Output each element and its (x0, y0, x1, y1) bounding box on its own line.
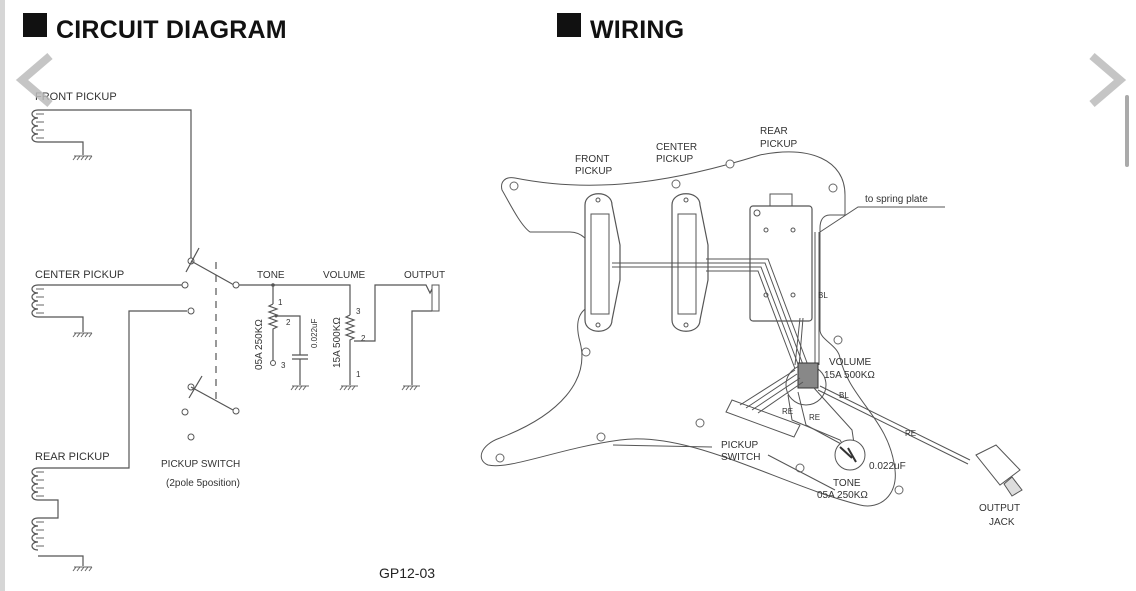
volume-label: VOLUME (323, 270, 366, 281)
wiring-pickup-switch-label: PICKUP (721, 440, 759, 451)
front-pickup-label: FRONT PICKUP (35, 91, 117, 103)
front-ground-wire (38, 141, 84, 155)
bl-wire-label-2: BL (839, 391, 849, 400)
volume-pot-resistor (344, 314, 356, 385)
spring-plate-label: to spring plate (865, 194, 928, 205)
tone-pot-resistor (267, 303, 279, 360)
wiring-center-pickup-label-2: PICKUP (656, 154, 694, 165)
front-pickup-coil (31, 109, 44, 143)
circuit-diagram: FRONT PICKUP CENTER PICKUP REAR PICKUP (31, 91, 445, 572)
ground-symbol (72, 155, 93, 161)
bl-wire-label: BL (818, 291, 828, 300)
wiring-rear-pickup-label-2: PICKUP (760, 139, 798, 150)
diagram-code: GP12-03 (379, 565, 436, 581)
tone-pin-2: 2 (286, 318, 291, 327)
wiring-output-jack-label: OUTPUT (979, 503, 1020, 514)
rear-pickup-coil (31, 467, 59, 551)
ground-symbol (290, 385, 309, 391)
pickup-switch-label: PICKUP SWITCH (161, 459, 240, 470)
wiring-volume-value: 15A 500KΩ (824, 370, 875, 381)
volume-pot-value: 15A 500KΩ (332, 317, 343, 368)
scrollbar-thumb[interactable] (1125, 95, 1129, 167)
wiring-front-pickup-label: FRONT (575, 154, 609, 165)
re-wire-label-2: RE (809, 413, 820, 422)
output-label: OUTPUT (404, 270, 445, 281)
volume-pin-2: 2 (361, 334, 366, 343)
capacitor-value: 0.022uF (310, 319, 319, 348)
wiring-title-square-icon (557, 13, 581, 37)
tone-volume-bus-wire (239, 284, 351, 315)
chevron-left-icon (15, 52, 53, 108)
wiring-title: WIRING (590, 16, 685, 44)
re-wire-label-3: RE (905, 429, 916, 438)
wiring-tone-label: TONE (833, 478, 861, 489)
wiring-front-pickup-label-2: PICKUP (575, 166, 613, 177)
circuit-title-square-icon (23, 13, 47, 37)
previous-page-button[interactable] (12, 50, 58, 110)
pickup-switch-spec: (2pole 5position) (166, 478, 240, 489)
output-jack-symbol (431, 284, 440, 312)
tone-label: TONE (257, 270, 285, 281)
front-pickup-wire (38, 109, 192, 258)
center-pickup-coil (31, 284, 44, 318)
rear-ground-wire (38, 555, 84, 566)
wiring-rear-pickup-label: REAR (760, 126, 788, 137)
wiring-output-jack-label-2: JACK (989, 517, 1015, 528)
wiring-tone-value: 05A 250KΩ (817, 490, 868, 501)
center-ground-wire (38, 316, 84, 332)
ground-symbol (339, 385, 358, 391)
ground-symbol (72, 332, 93, 338)
wiring-volume-label: VOLUME (829, 357, 872, 368)
tone-pin-1: 1 (278, 298, 283, 307)
wiring-pickup-switch-label-2: SWITCH (721, 452, 760, 463)
tone-pot-value: 05A 250KΩ (254, 319, 265, 370)
volume-pin-3: 3 (356, 307, 361, 316)
output-ground-wire (411, 310, 432, 385)
ground-symbol (72, 566, 93, 572)
tone-pin-3: 3 (281, 361, 286, 370)
chevron-right-icon (1089, 52, 1127, 108)
circuit-diagram-title: CIRCUIT DIAGRAM (56, 16, 287, 44)
volume-output-wire (354, 284, 435, 342)
left-edge-divider (0, 0, 5, 591)
ground-symbol (401, 385, 420, 391)
rear-pickup-label: REAR PICKUP (35, 451, 110, 463)
pickup-switch-symbol (181, 247, 240, 441)
re-wire-label-1: RE (782, 407, 793, 416)
wiring-capacitor-label: 0.022uF (869, 461, 906, 472)
center-pickup-label: CENTER PICKUP (35, 269, 124, 281)
wiring-center-pickup-label: CENTER (656, 142, 697, 153)
rear-pickup-wire (38, 310, 187, 469)
tone-capacitor (276, 315, 308, 385)
volume-pin-1: 1 (356, 370, 361, 379)
next-page-button[interactable] (1084, 50, 1130, 110)
